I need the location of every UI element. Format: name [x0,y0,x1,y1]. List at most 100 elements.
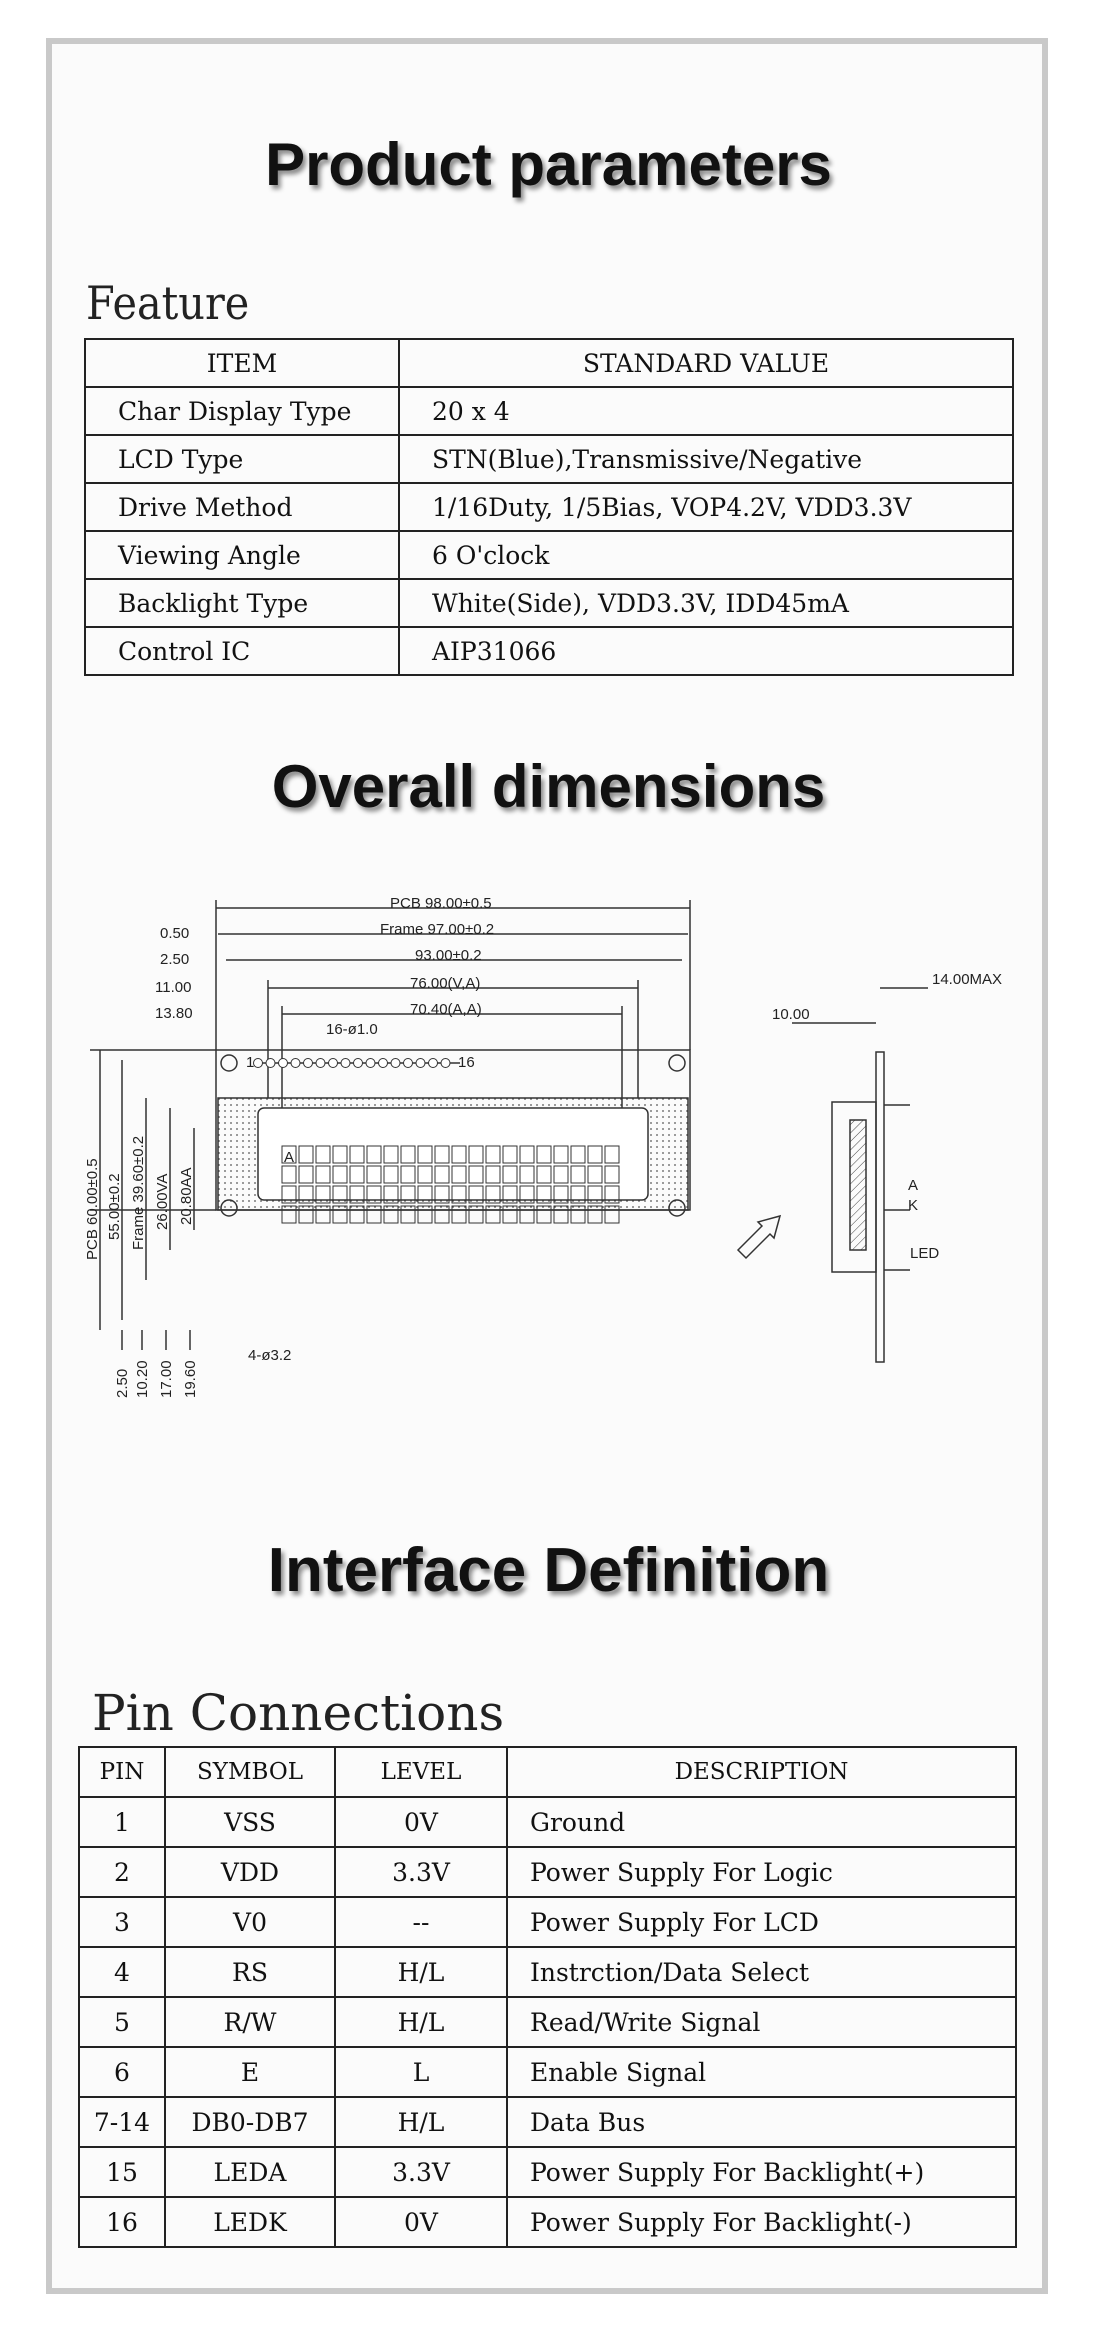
char-cell [383,1165,399,1184]
pin-number: 15 [78,2146,166,2198]
mounting-hole [668,1199,686,1217]
char-cell [349,1145,365,1164]
char-cell [315,1205,331,1224]
dim-frame-height: Frame 39.60±0.2 [130,1136,147,1250]
char-cell [519,1145,535,1164]
char-cell [570,1165,586,1184]
table-header-row: ITEM STANDARD VALUE [84,338,1014,388]
feature-title: Feature [86,276,250,330]
pin-level: 0V [334,1796,508,1848]
side-view-pcb [875,1051,885,1363]
dim-pcb-width: PCB 98.00±0.5 [390,895,492,912]
char-cell [536,1205,552,1224]
feature-value: AIP31066 [398,626,1014,676]
pin-symbol: VSS [164,1796,336,1848]
pin-symbol: VDD [164,1846,336,1898]
char-cell [451,1205,467,1224]
column-header-pin: PIN [78,1746,166,1798]
pin-number: 4 [78,1946,166,1998]
char-cell [400,1185,416,1204]
char-cell [417,1145,433,1164]
char-cell [298,1185,314,1204]
feature-item: Char Display Type [84,386,400,436]
pin-description: Power Supply For Backlight(+) [506,2146,1017,2198]
char-cell [366,1205,382,1224]
dim-bottom-250: 2.50 [114,1369,131,1398]
char-cell [383,1205,399,1224]
char-cell [553,1205,569,1224]
char-cell [570,1145,586,1164]
char-cell [451,1145,467,1164]
pin-hole [315,1058,326,1068]
mounting-hole [668,1054,686,1072]
pin-symbol: LEDA [164,2146,336,2198]
column-header-item: ITEM [84,338,400,388]
pin-connections-title: Pin Connections [92,1684,505,1742]
pin-level: -- [334,1896,508,1948]
char-cell [400,1205,416,1224]
pin-description: Data Bus [506,2096,1017,2148]
feature-value: 1/16Duty, 1/5Bias, VOP4.2V, VDD3.3V [398,482,1014,532]
char-cell [502,1145,518,1164]
char-cell [366,1145,382,1164]
side-view-frame [831,1101,877,1273]
dim-va-height: 26.00VA [154,1174,171,1230]
char-cell [468,1165,484,1184]
char-cell [587,1145,603,1164]
pin-hole [253,1058,263,1068]
char-cell [298,1205,314,1224]
pin-description: Power Supply For Backlight(-) [506,2196,1017,2248]
pin-level: 3.3V [334,2146,508,2198]
table-header-row: PIN SYMBOL LEVEL DESCRIPTION [78,1746,1017,1798]
char-cell [349,1205,365,1224]
pin-number: 16 [78,2196,166,2248]
pin-number: 7-14 [78,2096,166,2148]
pin-hole [290,1058,301,1068]
dimension-drawing: PCB 98.00±0.5 Frame 97.00±0.2 93.00±0.2 … [84,895,1002,1398]
char-cell [434,1165,450,1184]
char-cell [434,1145,450,1164]
dim-aa-width: 70.40(A,A) [410,1001,482,1018]
pin-hole [415,1058,426,1068]
pin-level: H/L [334,2096,508,2148]
pin-hole [440,1058,451,1068]
pin-holes [253,1058,451,1068]
char-cell [587,1185,603,1204]
pin-symbol: LEDK [164,2196,336,2248]
pin-symbol: DB0-DB7 [164,2096,336,2148]
heading-interface-definition: Interface Definition [267,1536,830,1605]
pin-hole [265,1058,276,1068]
side-view-hatch [849,1119,867,1251]
char-cell [315,1185,331,1204]
pin-hole [378,1058,388,1068]
pin-symbol: R/W [164,1996,336,2048]
feature-item: Backlight Type [84,578,400,628]
heading-product-parameters: Product parameters [265,131,832,198]
char-cell [332,1185,348,1204]
feature-value: 6 O'clock [398,530,1014,580]
char-cell [553,1145,569,1164]
char-cell [349,1185,365,1204]
pin-level: 3.3V [334,1846,508,1898]
char-cell [383,1185,399,1204]
pin-symbol: V0 [164,1896,336,1948]
char-cell [366,1165,382,1184]
dim-left-1100: 11.00 [155,979,191,996]
pin-description: Power Supply For LCD [506,1896,1017,1948]
char-cell [570,1205,586,1224]
char-cell [281,1185,297,1204]
dim-side-10: 10.00 [772,1006,810,1023]
column-header-description: DESCRIPTION [506,1746,1017,1798]
